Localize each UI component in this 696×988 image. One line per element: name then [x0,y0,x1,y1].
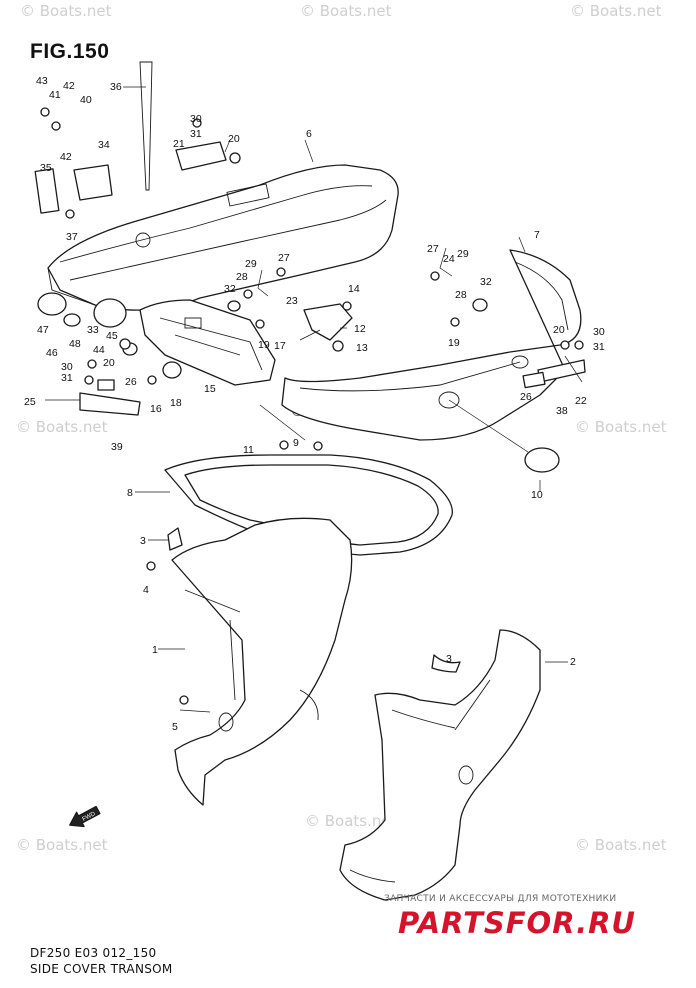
watermark: © Boats.net [300,2,392,20]
callout-c11: 11 [243,444,254,456]
watermark: © Boats.net [16,836,108,854]
callout-c3a: 3 [140,535,146,547]
callout-c29a: 29 [457,248,469,260]
callout-c19b: 19 [448,337,460,349]
callout-c27b: 27 [278,252,290,264]
callout-c42a: 42 [63,80,75,92]
callout-c33: 33 [87,324,99,336]
callout-c27a: 27 [427,243,439,255]
callout-c19a: 19 [258,339,270,351]
callout-c18: 18 [170,397,182,409]
callout-c13: 13 [356,342,368,354]
callout-c40: 40 [80,94,92,106]
callout-c22: 22 [575,395,587,407]
callout-c25: 25 [24,396,36,408]
part-10-cap [524,447,560,473]
watermark: © Boats.net [570,2,662,20]
callout-c6: 6 [306,128,312,140]
callout-c31a: 31 [190,128,202,140]
callout-c31c: 31 [593,341,605,353]
watermark: © Boats.net [20,2,112,20]
callout-c31b: 31 [61,372,73,384]
callout-c37: 37 [66,231,78,243]
callout-c35: 35 [40,162,52,174]
callout-c45: 45 [106,330,118,342]
callout-c21: 21 [173,138,185,150]
watermark: © Boats.net [16,418,108,436]
figure-title: FIG.150 [30,40,110,63]
hardware-parts [34,141,586,673]
callout-c42b: 42 [60,151,72,163]
callout-c12: 12 [354,323,366,335]
fasteners [40,107,584,705]
callout-c24: 24 [443,253,455,265]
part-36-rod [139,61,153,191]
callout-c28b: 28 [236,271,248,283]
callout-c30b: 30 [61,361,73,373]
leader-lines [45,86,583,713]
callout-c34: 34 [98,139,110,151]
callout-c20a: 20 [228,133,240,145]
callout-c2: 2 [570,656,576,668]
callout-c36: 36 [110,81,122,93]
promo-tagline: ЗАПЧАСТИ И АКСЕССУАРЫ ДЛЯ МОТОТЕХНИКИ [384,894,617,904]
callout-c46: 46 [46,347,58,359]
part-1-lower-cover-left [171,517,353,806]
callout-c44: 44 [93,344,105,356]
callout-c41: 41 [49,89,61,101]
part-7-side-cover-upper-right [281,249,582,441]
callout-c47: 47 [37,324,49,336]
callout-c9: 9 [293,437,299,449]
callout-c8: 8 [127,487,133,499]
callout-c32a: 32 [480,276,492,288]
callout-c26a: 26 [125,376,137,388]
callout-c16: 16 [150,403,162,415]
part-15-bracket [139,299,276,386]
promo-logo: PARTSFOR.RU [398,906,636,940]
model-code: DF250 E03 012_150 [30,946,157,960]
callout-c10: 10 [531,489,543,501]
callout-c26b: 26 [520,391,532,403]
callout-c48: 48 [69,338,81,350]
callout-c38: 38 [556,405,568,417]
callout-c20b: 20 [103,357,115,369]
callout-c5: 5 [172,721,178,733]
callout-c7: 7 [534,229,540,241]
callout-c39: 39 [111,441,123,453]
callout-c23: 23 [286,295,298,307]
callout-c1: 1 [152,644,158,656]
callout-c29b: 29 [245,258,257,270]
callout-c4: 4 [143,584,149,596]
fwd-arrow-icon: FWD [69,805,101,828]
watermark: © Boats.net [575,418,667,436]
callout-c43: 43 [36,75,48,87]
part-8-seal-frame [164,454,453,556]
callout-c15: 15 [204,383,216,395]
callout-c30a: 30 [190,113,202,125]
watermark: © Boats.net [575,836,667,854]
callout-c30c: 30 [593,326,605,338]
part-2-lower-cover-right [339,629,541,901]
figure-caption: SIDE COVER TRANSOM [30,962,173,976]
callout-c20c: 20 [553,324,565,336]
watermark: © Boats.net [305,812,397,830]
callout-c17: 17 [274,340,286,352]
callout-c28a: 28 [455,289,467,301]
callout-c3b: 3 [446,653,452,665]
callout-c14: 14 [348,283,360,295]
callout-c32b: 32 [224,283,236,295]
part-6-side-cover-upper-left [47,164,399,311]
